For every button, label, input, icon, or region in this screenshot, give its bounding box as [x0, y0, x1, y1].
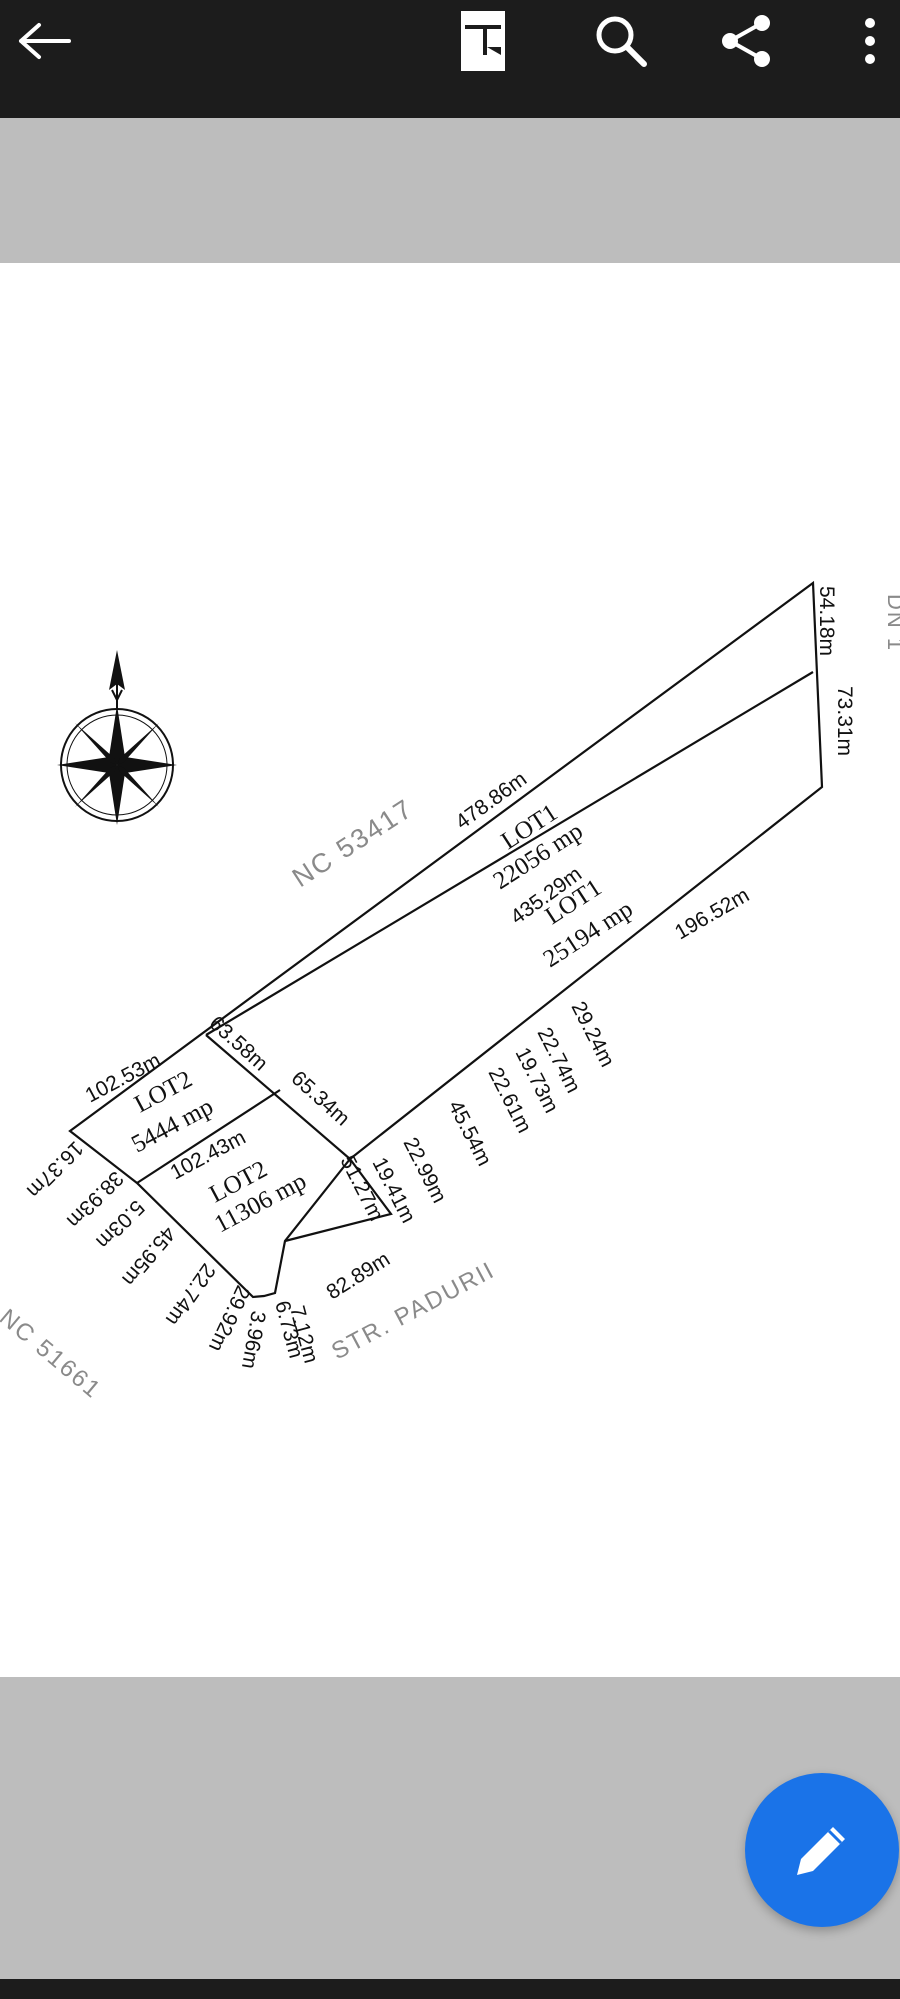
document-page[interactable]: NC 53417 NC 51661 DN 1 STR. PADURII LOT1…: [0, 263, 900, 1677]
share-button[interactable]: [701, 0, 791, 82]
dimension-label: 54.18m: [815, 586, 838, 656]
page-layout-button[interactable]: [438, 0, 528, 82]
search-button[interactable]: [576, 0, 666, 82]
neighbor-north-label: NC 53417: [287, 793, 419, 893]
edit-fab-button[interactable]: [745, 1773, 899, 1927]
dimension-label: 29.24m: [567, 998, 619, 1071]
back-arrow-icon: [19, 23, 71, 59]
more-options-button[interactable]: [840, 0, 900, 82]
compass-rose-icon: [57, 650, 177, 825]
dimension-label: 196.52m: [671, 884, 753, 945]
dimension-label: 16.37m: [22, 1136, 88, 1202]
document-gutter-top: [0, 118, 900, 263]
share-icon: [722, 15, 770, 67]
neighbor-east-label: DN 1: [883, 594, 900, 652]
edit-pencil-icon: [797, 1827, 845, 1875]
back-button[interactable]: [0, 0, 90, 82]
dimension-label: 65.34m: [287, 1067, 354, 1131]
survey-plan: NC 53417 NC 51661 DN 1 STR. PADURII LOT1…: [0, 580, 900, 1404]
page-layout-icon: [461, 11, 505, 71]
dimension-label: 22.74m: [161, 1259, 220, 1330]
parcel-outlines: [68, 580, 824, 1299]
dimension-label: 45.54m: [444, 1097, 496, 1170]
top-app-bar: [0, 0, 900, 118]
dimension-label: 73.31m: [833, 686, 856, 756]
system-nav-bar: [0, 1979, 900, 1999]
neighbor-southwest-label: NC 51661: [0, 1304, 107, 1404]
search-icon: [596, 16, 647, 67]
more-vert-icon: [865, 18, 875, 64]
dimension-label: 82.89m: [322, 1248, 394, 1305]
